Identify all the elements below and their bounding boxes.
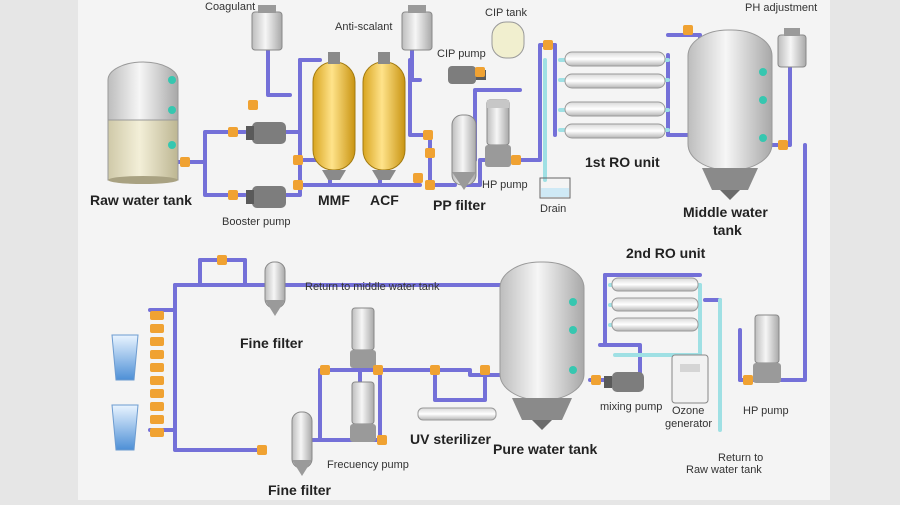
tap-icon — [150, 428, 164, 437]
valve-icon — [248, 100, 258, 110]
level-sensor-icon — [168, 76, 176, 84]
second-ro-unit-label: 2nd RO unit — [626, 245, 706, 261]
valve-icon — [228, 190, 238, 200]
valve-icon — [257, 445, 267, 455]
valve-icon — [480, 365, 490, 375]
return-raw-label-line2: Raw water tank — [686, 464, 762, 476]
level-sensor-icon — [168, 106, 176, 114]
valve-icon — [423, 130, 433, 140]
frequency-pump-label: Frecuency pump — [327, 459, 409, 471]
second-ro-unit — [611, 277, 699, 332]
hp-pump-top-label: HP pump — [482, 179, 528, 191]
water-glass-icon — [111, 334, 139, 451]
valves — [180, 25, 788, 455]
fine-filter-top-label: Fine filter — [240, 335, 304, 351]
booster-pump-label: Booster pump — [222, 216, 290, 228]
frequency-pump — [350, 307, 376, 442]
ozone-generator-label-line1: Ozone — [672, 405, 704, 417]
cip-tank — [491, 21, 525, 59]
hp-pump-top — [485, 99, 511, 167]
level-sensor-icon — [759, 68, 767, 76]
drain-label: Drain — [540, 203, 566, 215]
drain — [539, 177, 571, 199]
pp-filter-label: PP filter — [433, 197, 486, 213]
valve-icon — [217, 255, 227, 265]
tap-icon — [150, 324, 164, 333]
valve-icon — [778, 140, 788, 150]
pp-filter — [451, 114, 477, 190]
mmf-vessel — [312, 52, 356, 180]
anti-scalant-tank — [401, 5, 433, 51]
level-sensor-icon — [569, 298, 577, 306]
valve-icon — [180, 157, 190, 167]
first-ro-unit — [564, 51, 666, 139]
raw-water-tank-label: Raw water tank — [90, 192, 192, 208]
valve-icon — [591, 375, 601, 385]
fine-filter-bottom-label: Fine filter — [268, 482, 332, 498]
raw-water-tank — [107, 61, 179, 184]
ph-adjustment-label: PH adjustment — [745, 2, 817, 14]
return-raw-label-line1: Return to — [718, 452, 763, 464]
valve-icon — [377, 435, 387, 445]
valve-icon — [320, 365, 330, 375]
valve-icon — [425, 180, 435, 190]
ozone-generator — [671, 354, 709, 404]
valve-icon — [743, 375, 753, 385]
valve-icon — [373, 365, 383, 375]
tap-icon — [150, 350, 164, 359]
return-middle-label: Return to middle water tank — [305, 281, 440, 293]
tap-icon — [150, 311, 164, 320]
tap-icon — [150, 389, 164, 398]
uv-sterilizer-label: UV sterilizer — [410, 431, 491, 447]
anti-scalant-label: Anti-scalant — [335, 21, 392, 33]
mixing-pump-label: mixing pump — [600, 401, 662, 413]
tap-icon — [150, 337, 164, 346]
mmf-label: MMF — [318, 192, 350, 208]
fine-filter-top — [264, 261, 286, 316]
tap-icon — [150, 363, 164, 372]
valve-icon — [413, 173, 423, 183]
valve-icon — [293, 155, 303, 165]
level-sensor-icon — [168, 141, 176, 149]
valve-icon — [683, 25, 693, 35]
middle-water-tank-label-line1: Middle water — [683, 204, 768, 220]
tap-icon — [150, 376, 164, 385]
level-sensor-icon — [569, 326, 577, 334]
acf-vessel — [362, 52, 406, 180]
valve-icon — [511, 155, 521, 165]
ph-adjustment-tank — [777, 28, 807, 68]
tap-icon — [150, 402, 164, 411]
middle-water-tank — [687, 29, 773, 200]
valve-icon — [228, 127, 238, 137]
acf-label: ACF — [370, 192, 399, 208]
hp-pump-bottom — [753, 314, 781, 383]
hp-pump-bottom-label: HP pump — [743, 405, 789, 417]
valve-icon — [425, 148, 435, 158]
outlet-taps — [150, 311, 164, 437]
level-sensor-icon — [569, 366, 577, 374]
cip-pump-label: CIP pump — [437, 48, 486, 60]
coagulant-tank — [251, 5, 283, 51]
valve-icon — [475, 67, 485, 77]
middle-water-tank-label-line2: tank — [713, 222, 742, 238]
fine-filter-bottom — [291, 411, 313, 476]
cip-tank-label: CIP tank — [485, 7, 527, 19]
tap-icon — [150, 415, 164, 424]
mixing-pump — [604, 372, 644, 392]
coagulant-label: Coagulant — [205, 1, 255, 13]
booster-pump — [246, 122, 286, 208]
pure-water-tank — [499, 261, 585, 430]
pure-water-tank-label: Pure water tank — [493, 441, 597, 457]
valve-icon — [543, 40, 553, 50]
valve-icon — [430, 365, 440, 375]
ozone-generator-label-line2: generator — [665, 418, 712, 430]
level-sensor-icon — [759, 96, 767, 104]
first-ro-unit-label: 1st RO unit — [585, 154, 660, 170]
valve-icon — [293, 180, 303, 190]
uv-sterilizer — [417, 407, 497, 421]
level-sensor-icon — [759, 134, 767, 142]
